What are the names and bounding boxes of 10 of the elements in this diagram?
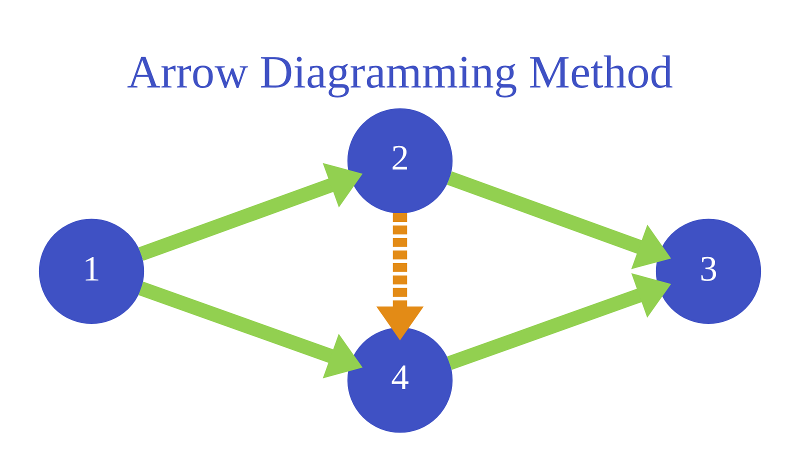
diagram-title: Arrow Diagramming Method bbox=[127, 47, 673, 98]
node-circle: 4 bbox=[347, 328, 453, 433]
arrow bbox=[138, 163, 363, 261]
arrow bbox=[447, 273, 672, 370]
node-circle: 2 bbox=[347, 108, 453, 214]
arrow bbox=[446, 171, 672, 270]
arrow bbox=[138, 282, 363, 378]
arrow bbox=[376, 213, 424, 340]
node-circle: 3 bbox=[656, 218, 762, 324]
node-circle: 1 bbox=[38, 218, 144, 324]
